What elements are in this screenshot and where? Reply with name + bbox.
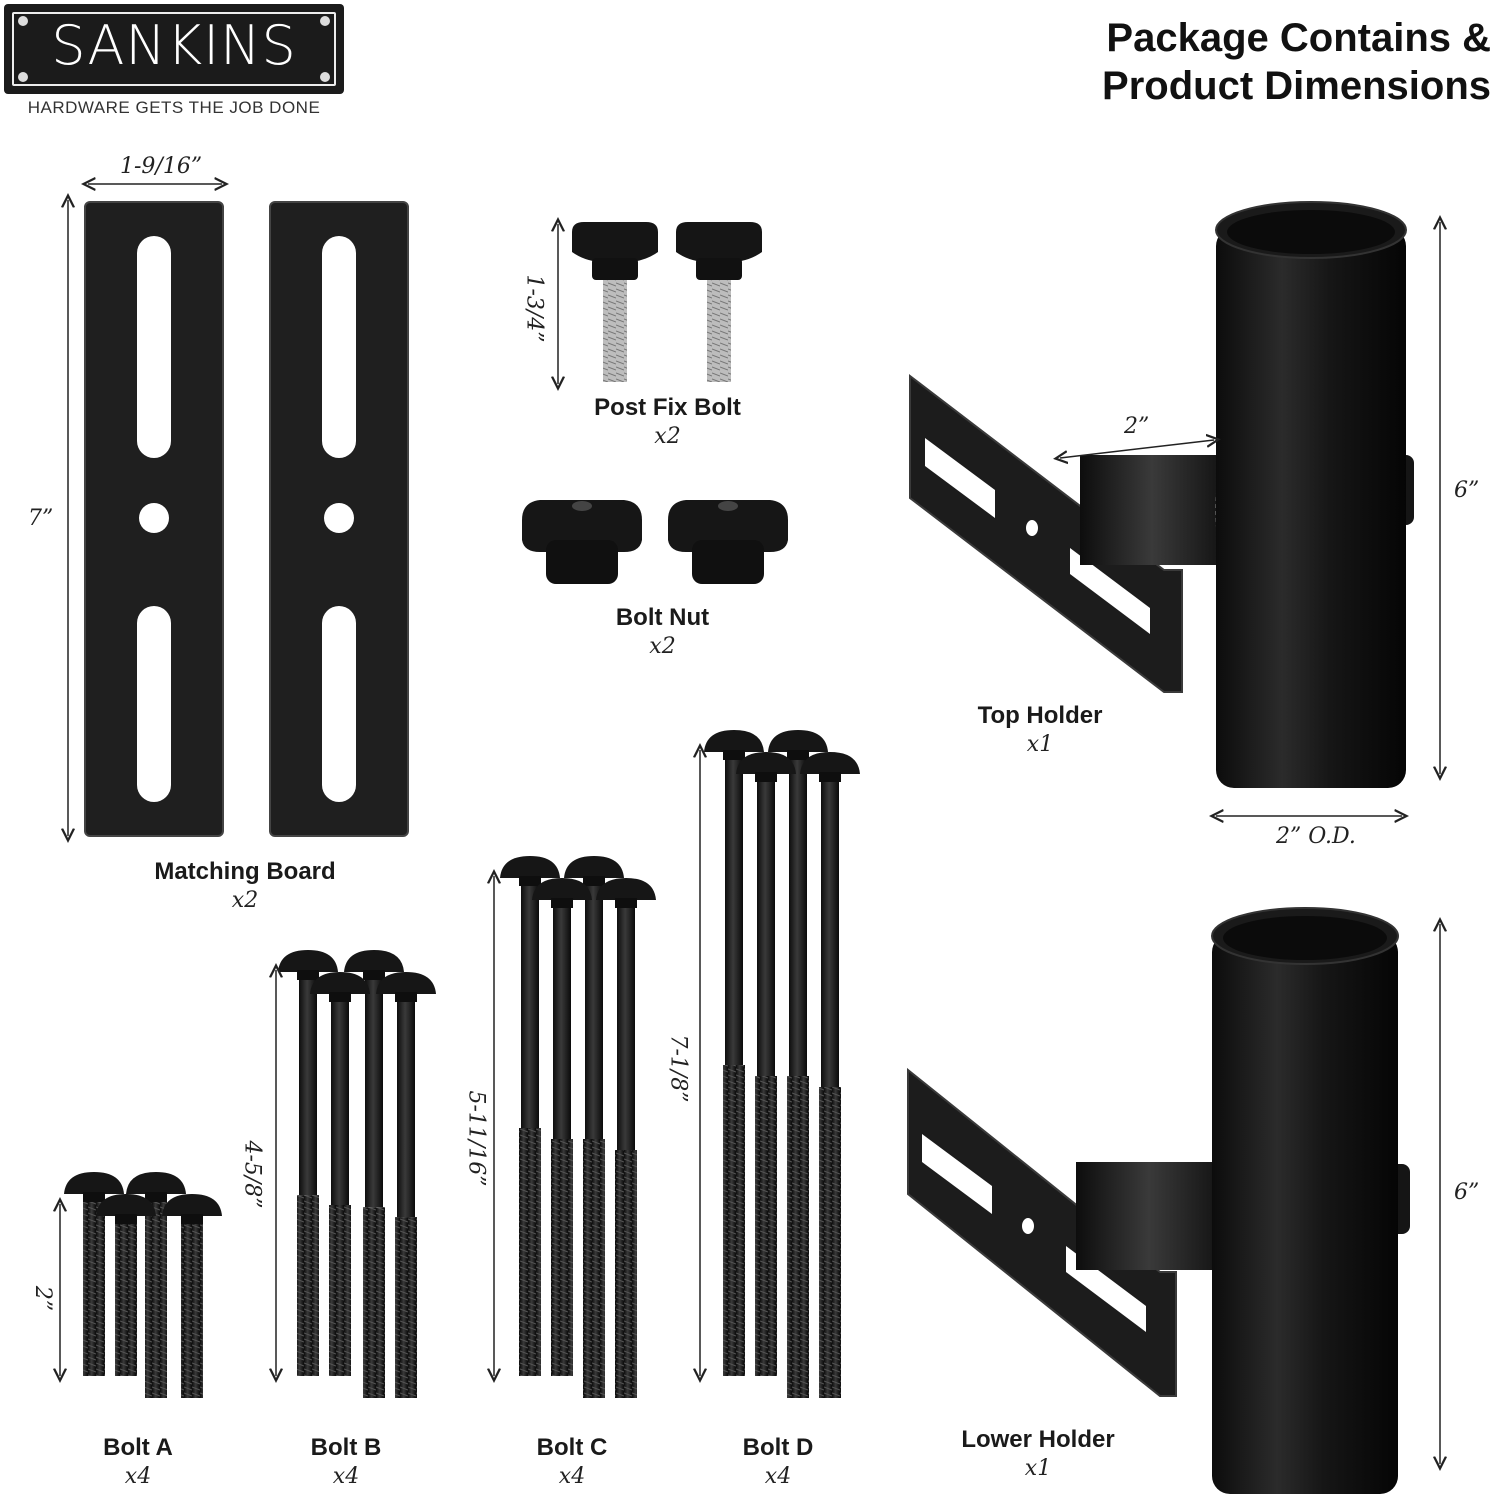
bolt-nut-label: Bolt Nut [615, 604, 710, 631]
matching-board-qty: x2 [231, 888, 259, 913]
bolt-a-bolt [162, 1194, 222, 1398]
bolt-b-bolt [376, 972, 436, 1398]
page-title-line2: Product Dimensions [1102, 64, 1491, 108]
bolt-nut-qty: x2 [649, 634, 676, 659]
bolt-d-qty: x4 [764, 1464, 792, 1489]
board-height-dimension: 7” [28, 506, 54, 531]
bolt-b-bolt [310, 972, 370, 1376]
post-fix-bolt-dimension: 1-3/4” [521, 274, 547, 343]
bolt-a-bolt [126, 1172, 186, 1398]
board-width-dimension: 1-9/16” [120, 154, 203, 179]
logo-frame [12, 12, 336, 86]
brand-logo: SANKINS [4, 4, 344, 94]
top-holder [909, 201, 1414, 788]
page-title: Package Contains & Product Dimensions [1102, 14, 1491, 110]
top-holder-od-dimension: 2” O.D. [1276, 824, 1356, 849]
dimension-line [1060, 440, 1214, 458]
bolt-b-bolt [278, 950, 338, 1376]
brand-tagline: HARDWARE GETS THE JOB DONE [27, 98, 321, 117]
screw-icon [320, 16, 330, 26]
top-holder-arm-dimension: 2” [1124, 414, 1150, 439]
matching-board-label: Matching Board [154, 858, 336, 885]
post-fix-bolt-2 [676, 222, 762, 382]
bolt-a-bolt [96, 1194, 156, 1376]
lower-holder-height-dimension: 6” [1454, 1180, 1480, 1205]
bolt-b-dimension: 4-5/8” [239, 1140, 265, 1209]
lower-holder-qty: x1 [1024, 1456, 1052, 1481]
bolt-c-bolt [564, 856, 624, 1398]
brand-name: SANKINS [51, 14, 297, 77]
top-holder-height-dimension: 6” [1454, 478, 1480, 503]
lower-holder-label: Lower Holder [961, 1426, 1115, 1453]
screw-icon [18, 16, 28, 26]
bolt-d-bolt [704, 730, 764, 1376]
top-holder-label: Top Holder [977, 702, 1103, 729]
bolt-c-qty: x4 [558, 1464, 586, 1489]
bolt-d-label: Bolt D [742, 1434, 814, 1461]
matching-board-2 [269, 201, 409, 837]
screw-icon [320, 72, 330, 82]
bolt-c-bolt [532, 878, 592, 1376]
bolt-d-dimension: 7-1/8” [665, 1034, 691, 1103]
carriage-bolts [64, 730, 860, 1398]
bolt-a-label: Bolt A [103, 1434, 173, 1461]
post-fix-bolt-qty: x2 [654, 424, 681, 449]
bolt-a-bolt [64, 1172, 124, 1376]
bolt-b-bolt [344, 950, 404, 1398]
bolt-b-qty: x4 [332, 1464, 360, 1489]
bolt-d-bolt [768, 730, 828, 1398]
bolt-c-bolt [500, 856, 560, 1376]
bolt-c-label: Bolt C [536, 1434, 608, 1461]
bolt-d-bolt [736, 752, 796, 1376]
bolt-d-bolt [800, 752, 860, 1398]
bolt-c-dimension: 5-11/16” [463, 1090, 489, 1187]
bolt-b-label: Bolt B [310, 1434, 382, 1461]
screw-icon [18, 72, 28, 82]
bolt-nut-1 [522, 500, 642, 584]
lower-holder [907, 907, 1410, 1494]
page-title-line1: Package Contains & [1106, 16, 1491, 60]
bolt-nut-2 [668, 500, 788, 584]
top-holder-qty: x1 [1026, 732, 1054, 757]
bolt-c-bolt [596, 878, 656, 1398]
post-fix-bolt-1 [572, 222, 658, 382]
bolt-a-dimension: 2” [30, 1285, 56, 1312]
matching-board-1 [84, 201, 224, 837]
post-fix-bolt-label: Post Fix Bolt [594, 394, 741, 421]
bolt-a-qty: x4 [124, 1464, 152, 1489]
